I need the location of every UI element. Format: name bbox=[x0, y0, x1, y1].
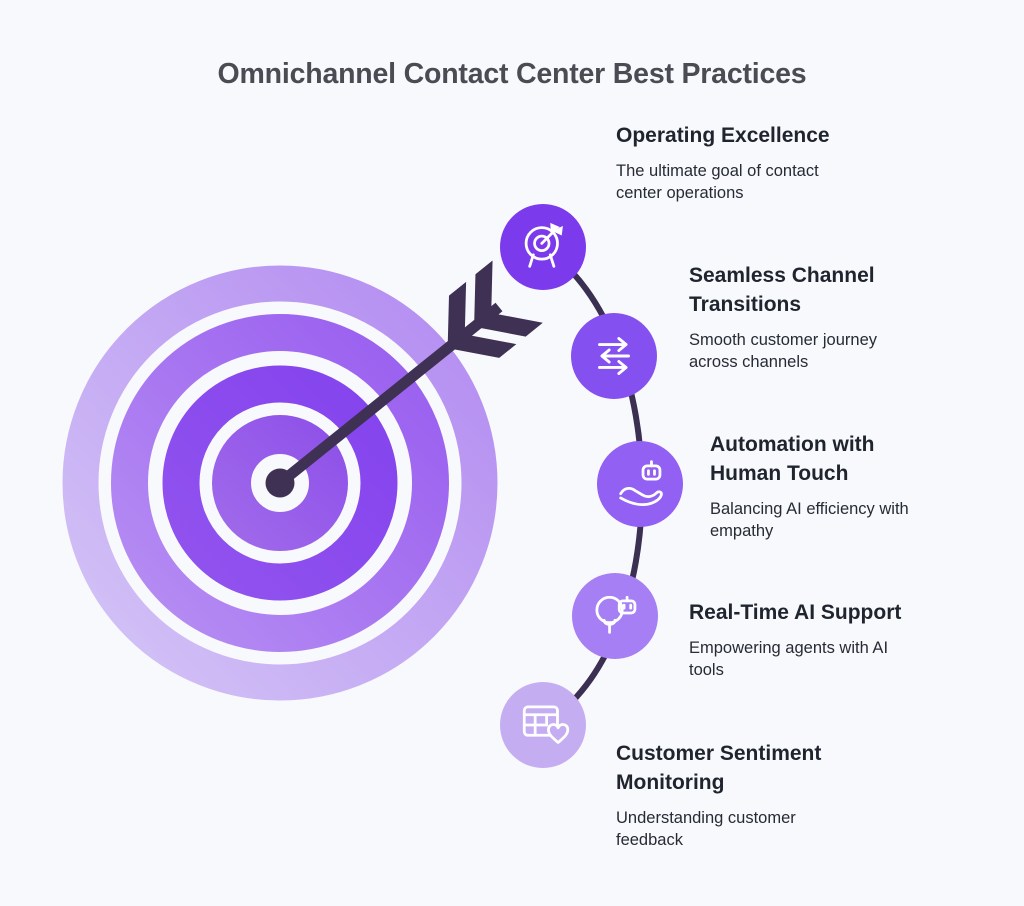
item-automation-with-human-touch: Automation with Human Touch Balancing AI… bbox=[710, 430, 909, 542]
item-heading: Automation with Human Touch bbox=[710, 433, 875, 485]
item-description: Understanding customer feedback bbox=[616, 809, 796, 849]
item-description: Smooth customer journey across channels bbox=[689, 331, 878, 371]
sentiment-table-heart-icon bbox=[500, 682, 586, 768]
item-operating-excellence: Operating Excellence The ultimate goal o… bbox=[616, 121, 830, 204]
transfer-arrows-icon bbox=[571, 313, 657, 399]
item-real-time-ai-support: Real-Time AI Support Empowering agents w… bbox=[689, 598, 901, 681]
hand-holding-robot-icon bbox=[597, 441, 683, 527]
item-description: Empowering agents with AI tools bbox=[689, 639, 889, 679]
item-description: The ultimate goal of contact center oper… bbox=[616, 162, 819, 202]
bullseye-target-illustration bbox=[62, 260, 543, 701]
page-title: Omnichannel Contact Center Best Practice… bbox=[217, 58, 807, 90]
item-customer-sentiment-monitoring: Customer Sentiment Monitoring Understand… bbox=[616, 739, 821, 851]
item-heading: Customer Sentiment Monitoring bbox=[616, 742, 822, 794]
item-heading: Operating Excellence bbox=[616, 124, 830, 147]
item-description: Balancing AI efficiency with empathy bbox=[710, 500, 909, 540]
arrow-icon bbox=[265, 260, 543, 498]
item-seamless-channel-transitions: Seamless Channel Transitions Smooth cust… bbox=[689, 261, 877, 373]
dart-target-icon bbox=[500, 204, 586, 290]
item-heading: Seamless Channel Transitions bbox=[689, 264, 875, 316]
item-heading: Real-Time AI Support bbox=[689, 601, 902, 624]
lightbulb-ai-icon bbox=[572, 573, 658, 659]
